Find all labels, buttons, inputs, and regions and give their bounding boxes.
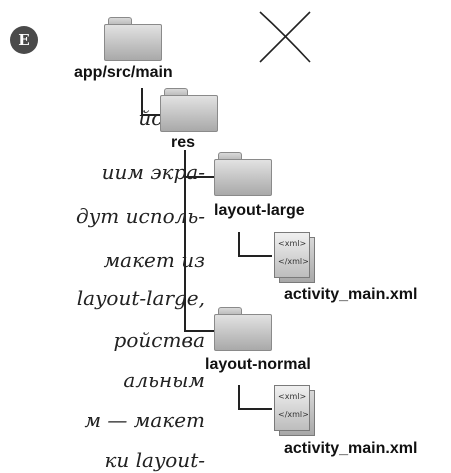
folder-icon (214, 152, 272, 196)
folder-label-res: res (171, 134, 196, 151)
tree-connector (141, 88, 143, 116)
file-label-activity-main-large: activity_main.xml (284, 286, 418, 303)
handwritten-text: йства иим экра- дут исполь- макет из lay… (0, 108, 215, 473)
handwritten-line: ройства (113, 328, 205, 352)
folder-label-layout-normal: layout-normal (205, 356, 311, 373)
exercise-badge: E (10, 26, 38, 54)
handwritten-line: макет из (103, 248, 205, 272)
xml-file-icon: <xml> </xml> (274, 232, 315, 283)
folder-icon (214, 307, 272, 351)
handwritten-line: м — макет (84, 408, 205, 432)
handwritten-line: дут исполь- (76, 204, 205, 228)
tree-connector (238, 255, 272, 257)
xml-open-tag: <xml> (278, 392, 307, 401)
close-icon (259, 11, 311, 63)
tree-connector (184, 176, 214, 178)
folder-label-layout-large: layout-large (214, 202, 305, 219)
handwritten-line: иим экра- (101, 160, 205, 184)
tree-connector (238, 232, 240, 256)
exercise-badge-letter: E (18, 31, 30, 49)
folder-label-app-src-main: app/src/main (74, 64, 173, 81)
tree-connector (141, 114, 167, 116)
file-label-activity-main-normal: activity_main.xml (284, 440, 418, 457)
handwritten-line: альным (123, 368, 205, 392)
handwritten-line: layout-large, (76, 286, 205, 310)
folder-icon (160, 88, 218, 132)
tree-connector (238, 408, 272, 410)
xml-close-tag: </xml> (278, 410, 309, 419)
xml-close-tag: </xml> (278, 257, 309, 266)
tree-connector (184, 150, 186, 332)
handwritten-line: ки layout- (104, 448, 205, 472)
xml-file-icon: <xml> </xml> (274, 385, 315, 436)
folder-icon (104, 17, 162, 61)
xml-open-tag: <xml> (278, 239, 307, 248)
tree-connector (238, 385, 240, 409)
tree-connector (184, 330, 214, 332)
